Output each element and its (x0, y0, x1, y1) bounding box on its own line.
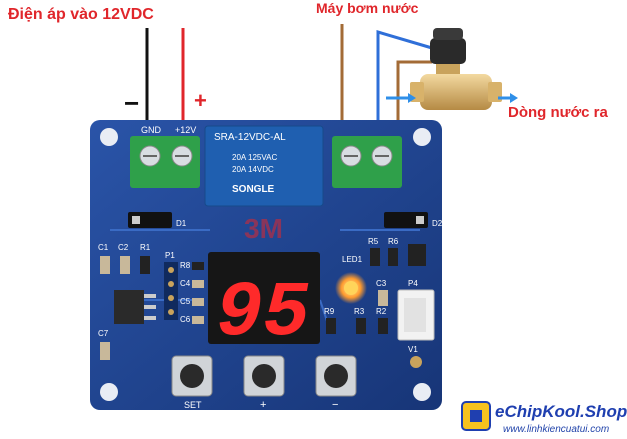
label-minus: − (124, 88, 140, 118)
label-v1: V1 (408, 345, 418, 354)
wire-brown-2 (396, 60, 432, 132)
brand-name: eChipKool.Shop (495, 402, 627, 421)
led-label: LED1 (342, 255, 363, 264)
label-r3: R3 (354, 307, 365, 316)
terminal-12v-label: +12V (175, 125, 196, 135)
label-c6: C6 (180, 315, 191, 324)
label-btn-set: SET (184, 400, 202, 410)
label-r8: R8 (180, 261, 191, 270)
wire-blue (376, 29, 433, 132)
relay-model: SRA-12VDC-AL (214, 132, 286, 143)
relay-rating-2: 20A 14VDC (232, 165, 274, 174)
label-btn-plus: + (260, 399, 266, 411)
label-power-input: Điện áp vào 12VDC (8, 6, 154, 23)
label-r9: R9 (324, 307, 335, 316)
label-r5: R5 (368, 237, 379, 246)
label-p1: P1 (165, 251, 175, 260)
relay (204, 125, 324, 207)
led (344, 281, 358, 295)
button-minus-graphic (315, 355, 357, 397)
label-plus: + (194, 88, 207, 113)
label-c7: C7 (98, 329, 109, 338)
label-r2: R2 (376, 307, 387, 316)
terminal-block-power (130, 136, 200, 188)
display-digits: 95 (216, 270, 310, 358)
button-set-graphic (171, 355, 213, 397)
label-c1: C1 (98, 243, 109, 252)
label-water-out: Dòng nước ra (508, 104, 608, 121)
label-c3: C3 (376, 279, 387, 288)
button-plus-graphic (243, 355, 285, 397)
label-pump: Máy bơm nước (316, 0, 419, 16)
label-r1: R1 (140, 243, 151, 252)
relay-rating-1: 20A 125VAC (232, 153, 277, 162)
pin-header-p1 (164, 262, 178, 320)
voltage-regulator (114, 290, 156, 324)
label-r6: R6 (388, 237, 399, 246)
display-housing (208, 252, 320, 344)
label-d2: D2 (432, 219, 443, 228)
relay-brand: SONGLE (232, 184, 275, 195)
connector-p4 (397, 289, 435, 341)
terminal-block-pump (332, 136, 402, 188)
label-btn-minus: − (332, 399, 338, 411)
chip-logo-icon (461, 401, 491, 431)
terminal-gnd-label: GND (141, 125, 162, 135)
watermark: 3M (244, 213, 283, 244)
label-p4: P4 (408, 279, 418, 288)
label-c2: C2 (118, 243, 129, 252)
label-c4: C4 (180, 279, 191, 288)
solenoid-valve (410, 28, 502, 110)
label-d1: D1 (176, 219, 187, 228)
label-c5: C5 (180, 297, 191, 306)
brand-url: www.linhkiencuatui.com (503, 424, 610, 435)
